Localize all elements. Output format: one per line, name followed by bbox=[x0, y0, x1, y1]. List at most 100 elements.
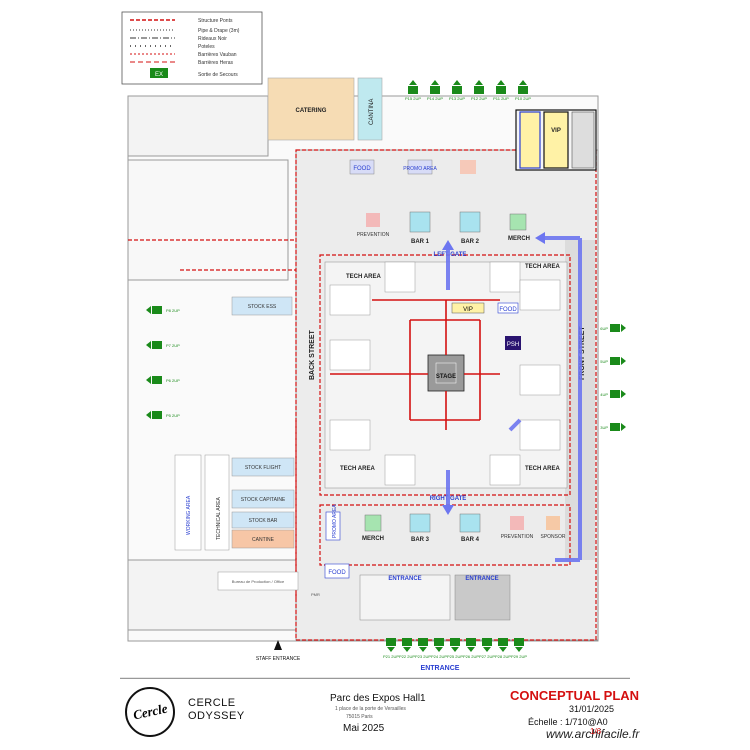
exit-label: P21 2UP bbox=[383, 654, 399, 659]
exit-label: P10 2UP bbox=[515, 96, 531, 101]
technical-area-box bbox=[204, 454, 230, 551]
org-name-line1: CERCLE bbox=[188, 697, 236, 709]
emergency-exit-bottom-7: P28 2UP bbox=[495, 638, 511, 659]
exit-sign-icon bbox=[518, 86, 528, 94]
office-label: Bureau de Production / Office bbox=[232, 579, 285, 584]
emergency-exit-bottom-6: P27 2UP bbox=[479, 638, 495, 659]
exit-sign-icon bbox=[498, 638, 508, 646]
psh-label: PSH bbox=[507, 342, 519, 348]
exit-arrow-icon bbox=[403, 647, 411, 652]
working-area-box bbox=[174, 454, 202, 551]
bar3-box bbox=[409, 513, 431, 533]
emergency-exit-top-1: P14 2UP bbox=[427, 80, 443, 101]
watermark: www.archifacile.fr bbox=[546, 727, 640, 741]
entrance-main-label: ENTRANCE bbox=[421, 665, 460, 672]
bar2-box bbox=[459, 211, 481, 233]
exit-label: P23 2UP bbox=[415, 654, 431, 659]
exit-arrow-icon bbox=[483, 647, 491, 652]
exit-arrow-icon bbox=[515, 647, 523, 652]
promo-bottom-label: PROMO AREA bbox=[332, 504, 338, 538]
vip-inner-label: VIP bbox=[463, 307, 473, 313]
exit-arrow-icon bbox=[387, 647, 395, 652]
entrance2-label: ENTRANCE bbox=[465, 576, 498, 582]
cantina-label: CANTINA bbox=[369, 99, 375, 125]
exit-arrow-icon bbox=[621, 423, 626, 431]
exit-sign-icon bbox=[610, 423, 620, 431]
exit-arrow-icon bbox=[499, 647, 507, 652]
cantine-box bbox=[231, 529, 295, 549]
emergency-exit-bottom-3: P24 2UP bbox=[431, 638, 447, 659]
exit-label: P25 2UP bbox=[447, 654, 463, 659]
food-top bbox=[349, 159, 375, 175]
exit-label: P27 2UP bbox=[479, 654, 495, 659]
exit-arrow-icon bbox=[475, 80, 483, 85]
emergency-exit-left-1: P7 2UP bbox=[146, 341, 180, 349]
exit-label: P24 2UP bbox=[431, 654, 447, 659]
technical-area-label: TECHNICAL AREA bbox=[216, 496, 222, 540]
exit-sign-icon bbox=[452, 86, 462, 94]
cercle-logo: Cercle bbox=[125, 687, 175, 737]
exit-arrow-icon bbox=[419, 647, 427, 652]
exit-arrow-icon bbox=[435, 647, 443, 652]
page-number: 1/6 bbox=[590, 727, 602, 736]
exit-sign-icon bbox=[418, 638, 428, 646]
legend-item-4: Barrières Vauban bbox=[198, 52, 237, 58]
exit-label: P29 2UP bbox=[511, 654, 527, 659]
stage-label: STAGE bbox=[436, 374, 456, 380]
emergency-exit-right-1: 5UP bbox=[600, 357, 626, 365]
exit-arrow-icon bbox=[146, 411, 151, 419]
vip-block: VIP bbox=[515, 109, 597, 171]
exit-sign-icon bbox=[408, 86, 418, 94]
exit-arrow-icon bbox=[453, 80, 461, 85]
legend-item-0: Structure Ponts bbox=[198, 18, 233, 24]
merch-top-box bbox=[509, 213, 527, 231]
exit-label: 4UP bbox=[600, 392, 608, 397]
entrance1-label: ENTRANCE bbox=[388, 576, 421, 582]
exit-label: 3UP bbox=[600, 425, 608, 430]
tech-area-bl: TECH AREA bbox=[340, 466, 375, 472]
exit-sign-icon bbox=[150, 68, 168, 78]
stock-flight-label: STOCK FLIGHT bbox=[245, 465, 281, 471]
exit-label: P6 2UP bbox=[166, 378, 180, 383]
venue-name: Parc des Expos Hall1 bbox=[330, 693, 426, 704]
sponsor-box bbox=[546, 516, 560, 530]
stock-bar-box bbox=[231, 511, 295, 529]
exit-sign-icon bbox=[450, 638, 460, 646]
emergency-exit-top-3: P12 2UP bbox=[471, 80, 487, 101]
staff-entrance-label: STAFF ENTRANCE bbox=[256, 656, 301, 662]
title-block: Cercle CERCLE ODYSSEY Parc des Expos Hal… bbox=[120, 678, 639, 741]
exit-sign-icon bbox=[466, 638, 476, 646]
exit-sign-icon bbox=[386, 638, 396, 646]
psh-box bbox=[505, 336, 521, 350]
entrance1-zone bbox=[359, 574, 451, 621]
emergency-exit-left-0: P8 2UP bbox=[146, 306, 180, 314]
legend-exit-symbol: EX bbox=[155, 72, 163, 78]
exit-label: 5UP bbox=[600, 359, 608, 364]
exit-label: P28 2UP bbox=[495, 654, 511, 659]
sponsor-label: SPONSOR bbox=[540, 534, 565, 540]
emergency-exit-right-0: 6UP bbox=[600, 324, 626, 332]
exit-sign-icon bbox=[514, 638, 524, 646]
bar3-label: BAR 3 bbox=[411, 537, 430, 543]
legend-item-2: Rideaux Noir bbox=[198, 36, 227, 42]
exit-sign-icon bbox=[434, 638, 444, 646]
exit-sign-icon bbox=[610, 390, 620, 398]
emergency-exit-top-5: P10 2UP bbox=[515, 80, 531, 101]
exit-arrow-icon bbox=[621, 324, 626, 332]
food-bottom-label: FOOD bbox=[328, 570, 346, 576]
bar2-label: BAR 2 bbox=[461, 239, 480, 245]
event-date: Mai 2025 bbox=[343, 723, 385, 734]
emergency-exit-top-0: P15 2UP bbox=[405, 80, 421, 101]
exit-label: P7 2UP bbox=[166, 343, 180, 348]
back-street-label: BACK STREET bbox=[309, 329, 316, 380]
exit-sign-icon bbox=[152, 411, 162, 419]
exit-arrow-icon bbox=[497, 80, 505, 85]
food-inner-box bbox=[497, 302, 519, 314]
merch-bottom-box bbox=[364, 514, 382, 532]
venue-address: 1 place de la porte de Versailles bbox=[335, 706, 406, 712]
exit-arrow-icon bbox=[451, 647, 459, 652]
exit-sign-icon bbox=[402, 638, 412, 646]
emergency-exit-left-2: P6 2UP bbox=[146, 376, 180, 384]
exit-label: P8 2UP bbox=[166, 308, 180, 313]
